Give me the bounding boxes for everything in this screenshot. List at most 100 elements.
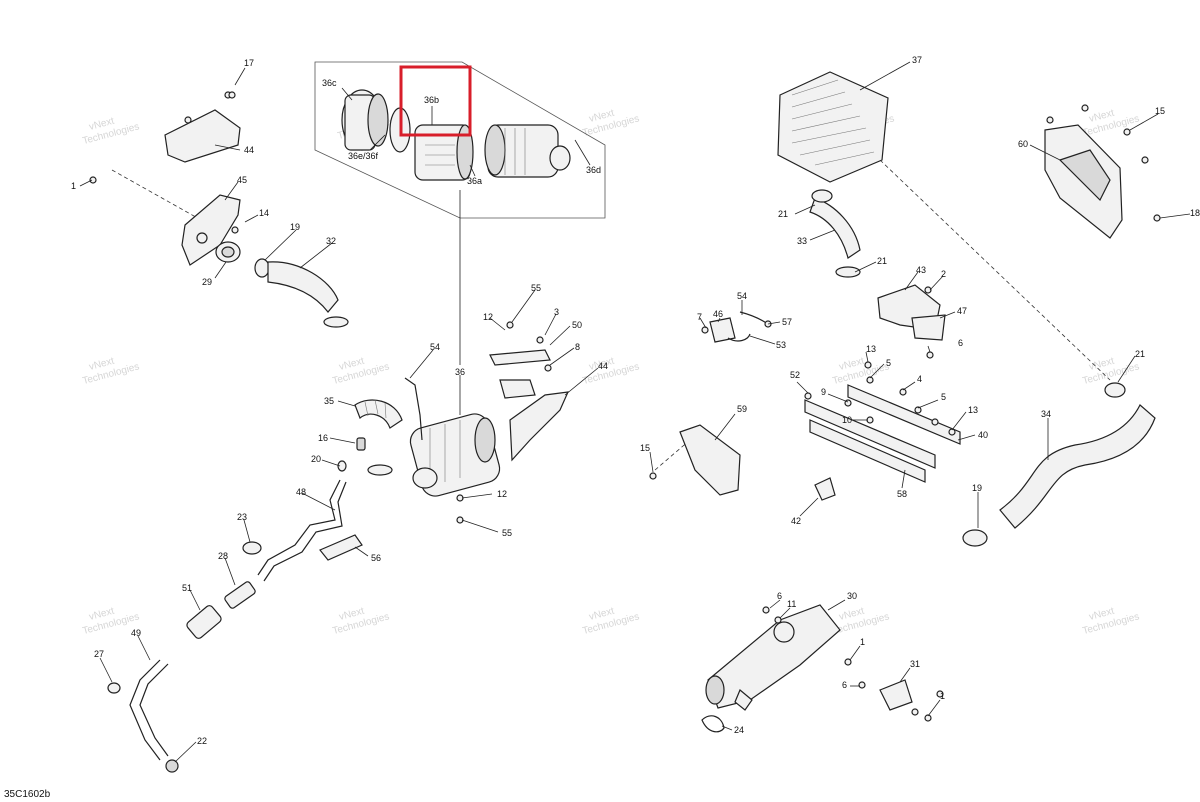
callout-43: 43: [916, 265, 926, 275]
callout-49: 49: [131, 628, 141, 638]
callout-6-b: 6: [777, 591, 782, 601]
callout-24: 24: [734, 725, 744, 735]
filter-housing-36a: [484, 124, 571, 178]
callout-27: 27: [94, 649, 104, 659]
callout-57: 57: [782, 317, 792, 327]
callout-60: 60: [1018, 139, 1028, 149]
callout-6: 6: [958, 338, 963, 348]
assembly-lines: [111, 159, 1111, 471]
callout-9: 9: [821, 387, 826, 397]
clamp-23: [242, 541, 262, 555]
callout-6-c: 6: [842, 680, 847, 690]
callout-36a: 36a: [467, 176, 482, 186]
mount-45: [181, 194, 241, 266]
callout-5: 5: [886, 358, 891, 368]
callout-19: 19: [290, 222, 300, 232]
callout-48: 48: [296, 487, 306, 497]
callout-30: 30: [847, 591, 857, 601]
fasteners-left: [89, 91, 552, 524]
callout-13: 13: [866, 344, 876, 354]
tube-54: [404, 377, 423, 441]
callout-36d: 36d: [586, 165, 601, 175]
clamp-ring-19: [254, 258, 270, 278]
manifold-30: [705, 604, 841, 711]
hose-34: [999, 404, 1156, 529]
callout-31: 31: [910, 659, 920, 669]
bracket-42: [814, 477, 836, 501]
callout-14: 14: [259, 208, 269, 218]
hose-54r: [739, 311, 769, 325]
inset-frame: [314, 61, 606, 219]
callout-44-b: 44: [598, 361, 608, 371]
callout-7: 7: [697, 312, 702, 322]
callout-33: 33: [797, 236, 807, 246]
callout-52: 52: [790, 370, 800, 380]
callout-54-b: 54: [430, 342, 440, 352]
callout-10: 10: [842, 415, 852, 425]
callout-46: 46: [713, 309, 723, 319]
callout-1-b: 1: [860, 637, 865, 647]
callout-18: 18: [1190, 208, 1200, 218]
callout-55-b: 55: [502, 528, 512, 538]
bracket-31: [879, 679, 913, 711]
callout-3: 3: [554, 307, 559, 317]
callout-16: 16: [318, 433, 328, 443]
frame-rail-58: [804, 384, 961, 483]
bracket-44: [164, 91, 241, 163]
bracket-50: [489, 349, 551, 366]
callout-15: 15: [1155, 106, 1165, 116]
callout-59: 59: [737, 404, 747, 414]
bracket-lower: [499, 379, 536, 399]
callout-53: 53: [776, 340, 786, 350]
fasteners-right: [649, 104, 1161, 722]
leader-lines: [79, 61, 1191, 763]
sleeve-51: [186, 605, 222, 639]
hose-32: [267, 261, 339, 313]
clamp-21: [811, 189, 833, 203]
callout-28: 28: [218, 551, 228, 561]
callout-15-b: 15: [640, 443, 650, 453]
highlight-box-36b: [399, 65, 472, 137]
guard-47: [911, 314, 946, 341]
fitting-22: [165, 759, 179, 773]
callout-37: 37: [912, 55, 922, 65]
sensor-46: [709, 317, 736, 343]
callout-55: 55: [531, 283, 541, 293]
callout-45: 45: [237, 175, 247, 185]
callouts: 17 44 1 45 14 29 19 32 36c 36b 36e/36f 3…: [71, 55, 1200, 746]
hose-48b: [263, 481, 347, 582]
callout-17: 17: [244, 58, 254, 68]
callout-42: 42: [791, 516, 801, 526]
air-filter-inset: [314, 61, 606, 365]
callout-44: 44: [244, 145, 254, 155]
callout-56: 56: [371, 553, 381, 563]
callout-47: 47: [957, 306, 967, 316]
callout-5-b: 5: [941, 392, 946, 402]
callout-35: 35: [324, 396, 334, 406]
hose-48: [257, 479, 341, 576]
hose-56: [319, 534, 363, 561]
clamp-32: [323, 316, 349, 328]
fitting-28: [224, 581, 256, 609]
hose-53: [727, 333, 751, 342]
clamp-21c: [1104, 382, 1126, 398]
bracket-60: [1044, 124, 1123, 239]
callout-4: 4: [917, 374, 922, 384]
callout-21-c: 21: [1135, 349, 1145, 359]
callout-50: 50: [572, 320, 582, 330]
callout-40: 40: [978, 430, 988, 440]
callout-19-b: 19: [972, 483, 982, 493]
callout-12: 12: [483, 312, 493, 322]
filter-cover-36c: [341, 89, 389, 151]
hose-49b: [139, 663, 169, 757]
callout-11: 11: [787, 599, 796, 609]
callout-22: 22: [197, 736, 207, 746]
